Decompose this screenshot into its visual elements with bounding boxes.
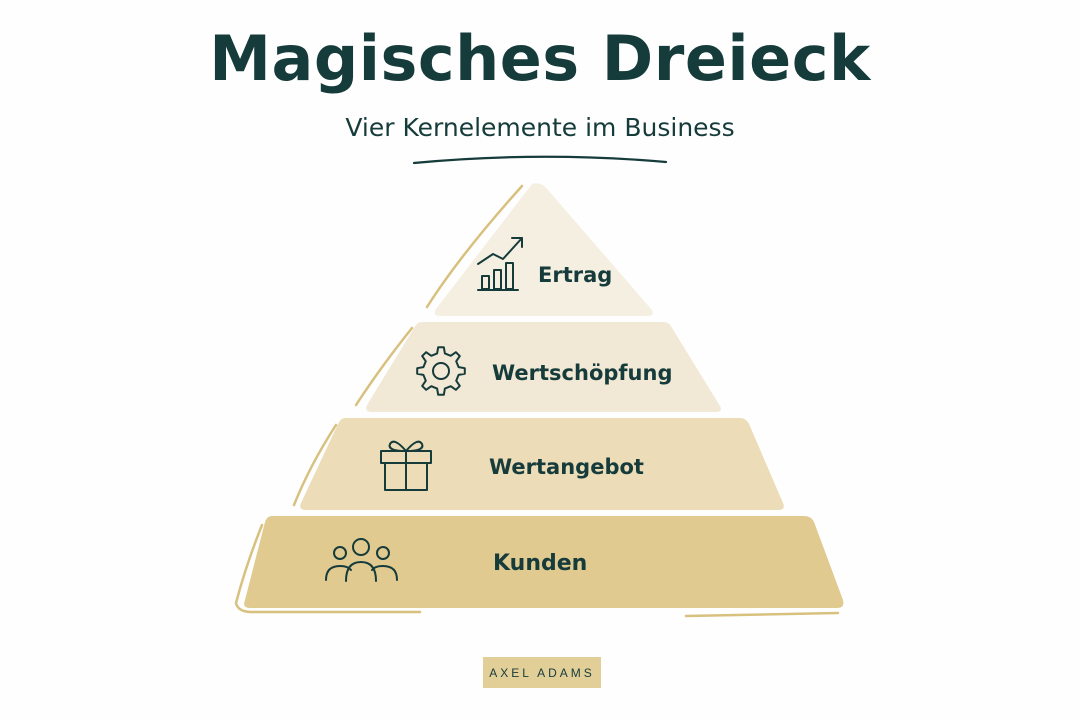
gear-icon bbox=[416, 346, 466, 396]
growth-chart-icon bbox=[477, 237, 523, 291]
people-group-icon bbox=[325, 538, 398, 582]
pyramid-level-kunden-outline bbox=[234, 523, 422, 614]
gift-icon bbox=[380, 440, 432, 491]
pyramid-level-label: Ertrag bbox=[538, 263, 612, 287]
pyramid-level-wertangebot-shape bbox=[300, 418, 784, 510]
page-title: Magisches Dreieck bbox=[209, 22, 871, 95]
pyramid-level-label: Wertschöpfung bbox=[492, 361, 672, 385]
pyramid-level-wertschoepfung: Wertschöpfung bbox=[354, 322, 721, 412]
pyramid-level-label: Wertangebot bbox=[489, 455, 644, 479]
title-underline bbox=[412, 155, 668, 165]
brand-badge: AXEL ADAMS bbox=[483, 657, 601, 688]
pyramid-level-wertschoepfung-outline bbox=[354, 326, 414, 407]
pyramid-level-kunden: Kunden bbox=[234, 516, 844, 618]
pyramid-level-label: Kunden bbox=[493, 551, 587, 576]
pyramid-level-kunden-base-line bbox=[684, 611, 840, 618]
pyramid-level-kunden-shape bbox=[244, 516, 844, 608]
pyramid-level-wertangebot-outline bbox=[292, 423, 338, 507]
pyramid-level-ertrag: Ertrag bbox=[425, 183, 653, 316]
page-subtitle: Vier Kernelemente im Business bbox=[345, 113, 735, 142]
pyramid-level-wertangebot: Wertangebot bbox=[292, 418, 784, 510]
pyramid-level-ertrag-outline bbox=[425, 184, 524, 309]
